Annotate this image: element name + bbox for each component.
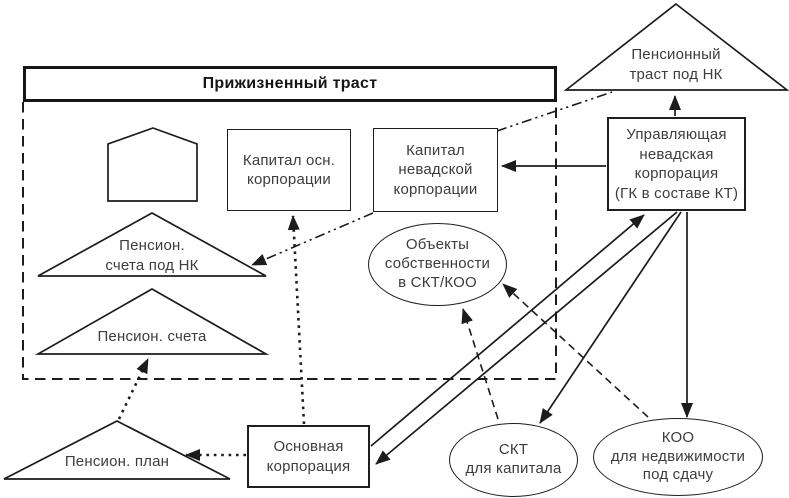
- pension-accounts-line-1: Пенсион. счета: [97, 328, 207, 345]
- objects-line-3: в СКТ/КОО: [398, 273, 477, 291]
- pension-accounts-nk-line-1: Пенсион.: [119, 237, 185, 254]
- arrow-managing-to-main-corp: [375, 211, 678, 465]
- living-trust-title-box: Прижизненный траст: [23, 66, 557, 102]
- arrow-main-corp-to-managing: [370, 214, 645, 447]
- managing-line-3: корпорация: [634, 165, 719, 182]
- triangle-pension-trust-nk: [563, 2, 789, 91]
- managing-line-4: (ГК в составе КТ): [614, 184, 739, 202]
- node-koo-realty: КОО для недвижимости под сдачу: [593, 418, 763, 496]
- link-capital-nevada-to-pension-trust-nk: [496, 91, 613, 132]
- arrow-koo-to-objects-property: [502, 283, 649, 418]
- node-skt-capital: СКТ для капитала: [449, 423, 578, 497]
- node-capital-main-corp: Капитал осн. корпорации: [227, 129, 351, 211]
- capital-nevada-line-1: Капитал: [406, 141, 465, 159]
- koo-line-3: под сдачу: [642, 466, 714, 484]
- pension-trust-nk-line-1: Пенсионный: [631, 46, 721, 63]
- objects-line-2: собственности: [384, 255, 491, 273]
- node-managing-nevada-corp: Управляющая невадская корпорация (ГК в с…: [607, 117, 746, 211]
- triangle-pension-accounts-nk: [37, 212, 267, 277]
- arrow-skt-to-objects-property: [461, 308, 499, 420]
- node-objects-property: Объекты собственности в СКТ/КОО: [368, 223, 507, 306]
- triangle-pension-plan: [3, 420, 231, 480]
- arrow-capital-nevada-to-pension-accounts-nk: [251, 212, 374, 266]
- koo-line-1: КОО: [661, 428, 695, 446]
- pension-plan-line-1: Пенсион. план: [64, 453, 170, 470]
- capital-nevada-line-2: невадской: [398, 161, 473, 179]
- living-trust-dashed-boundary: [22, 102, 557, 380]
- objects-line-1: Объекты: [405, 236, 470, 254]
- capital-nevada-line-3: корпорации: [393, 180, 478, 198]
- main-corp-line-1: Основная: [273, 438, 344, 455]
- label-pension-plan: Пенсион. план: [27, 452, 207, 472]
- label-pension-accounts: Пенсион. счета: [62, 327, 242, 347]
- capital-main-line-1: Капитал осн.: [242, 151, 336, 169]
- koo-line-2: для недвижимости: [610, 447, 746, 465]
- arrow-managing-to-skt: [539, 211, 682, 424]
- skt-line-1: СКТ: [498, 441, 529, 459]
- node-capital-nevada-corp: Капитал невадской корпорации: [373, 128, 498, 212]
- living-trust-title: Прижизненный траст: [202, 75, 378, 92]
- node-main-corp: Основная корпорация: [247, 425, 370, 488]
- capital-main-line-2: корпорации: [247, 171, 331, 188]
- pension-accounts-nk-line-2: счета под НК: [105, 257, 199, 275]
- managing-line-2: невадская: [639, 145, 714, 163]
- label-pension-accounts-nk: Пенсион. счета под НК: [77, 236, 227, 277]
- arrow-main-corp-to-capital-main: [287, 215, 306, 425]
- skt-line-2: для капитала: [465, 460, 562, 477]
- main-corp-line-2: корпорация: [266, 457, 351, 475]
- triangle-pension-accounts: [34, 288, 270, 355]
- label-pension-trust-nk: Пенсионный траст под НК: [601, 45, 751, 86]
- arrow-pension-plan-to-pension-accounts: [117, 358, 150, 420]
- pension-trust-nk-line-2: траст под НК: [629, 66, 723, 84]
- house-icon: [107, 127, 198, 202]
- managing-line-1: Управляющая: [626, 126, 727, 143]
